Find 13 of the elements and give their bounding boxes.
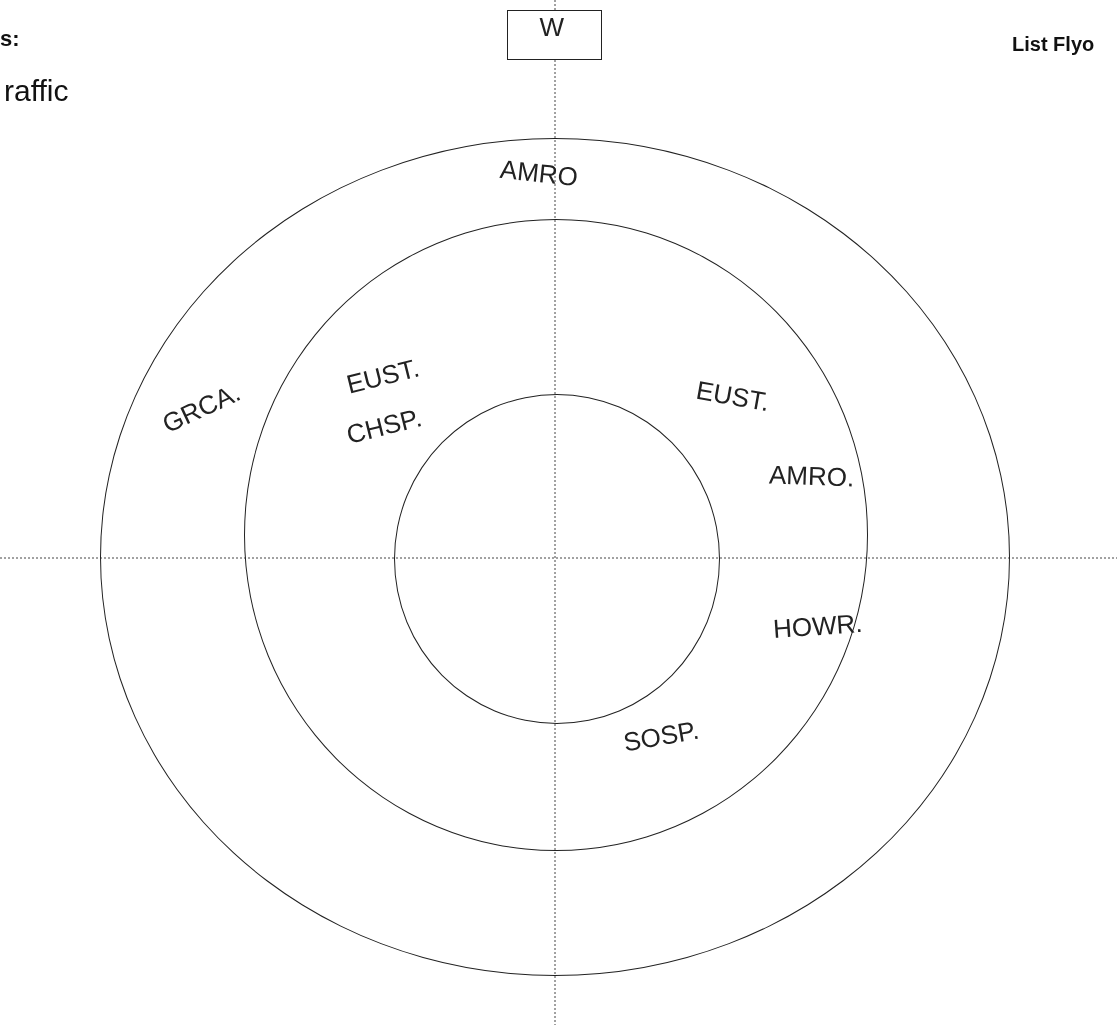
form-heading: List Flyo xyxy=(1012,34,1095,54)
species-code: HOWR. xyxy=(771,609,863,642)
direction-mark: W xyxy=(539,13,565,40)
form-heading: s: xyxy=(0,28,20,50)
species-code: SOSP. xyxy=(620,716,701,755)
direction-box xyxy=(507,10,602,60)
species-code: EUST. xyxy=(693,376,771,415)
species-code: GRCA. xyxy=(157,378,244,437)
species-code: AMRO xyxy=(498,155,579,190)
species-code: AMRO. xyxy=(768,461,855,490)
species-code: CHSP. xyxy=(343,403,424,448)
handwritten-note: raffic xyxy=(4,76,69,106)
species-code: EUST. xyxy=(343,353,422,398)
